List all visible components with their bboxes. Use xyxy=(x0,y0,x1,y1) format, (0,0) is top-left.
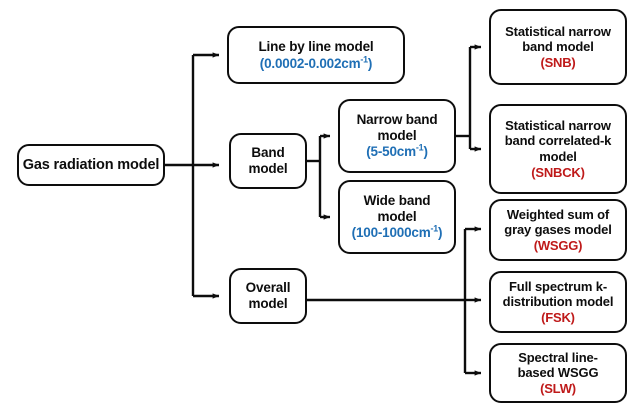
node-line-by-line-model-title: Line by line model xyxy=(258,38,374,54)
range-prefix: (0.0002-0.002cm xyxy=(259,55,361,71)
node-snbck-model-title-line3: model xyxy=(539,148,577,164)
node-overall-model-title-line2: model xyxy=(248,296,288,311)
node-snbck-model-title-line2: band correlated-k xyxy=(504,133,612,149)
range-exponent: -1 xyxy=(430,223,439,234)
node-snb-model[interactable]: Statistical narrow band model (SNB) xyxy=(489,9,627,85)
node-wsgg-model-title-line1: Weighted sum of xyxy=(506,206,610,222)
node-narrow-band-model-range: (5-50cm-1) xyxy=(366,142,428,160)
node-snbck-model-title-line1: Statistical narrow xyxy=(505,118,611,134)
node-wsgg-model-title-line2: gray gases model xyxy=(504,221,612,237)
node-wide-band-model-title-line1: Wide band xyxy=(363,193,431,209)
range-suffix: ) xyxy=(423,144,428,160)
node-slw-model[interactable]: Spectral line- based WSGG (SLW) xyxy=(489,343,627,403)
node-wide-band-model-title-line2: model xyxy=(377,208,417,224)
range-prefix: (5-50cm xyxy=(366,144,416,160)
node-wide-band-model-range: (100-1000cm-1) xyxy=(351,223,443,241)
range-exponent: -1 xyxy=(415,142,424,153)
node-narrow-band-model[interactable]: Narrow band model (5-50cm-1) xyxy=(338,99,456,173)
node-narrow-band-model-title-line2: model xyxy=(377,127,417,143)
node-slw-model-acronym: (SLW) xyxy=(540,381,576,397)
node-gas-radiation-model-title: Gas radiation model xyxy=(22,156,160,173)
node-slw-model-title-line1: Spectral line- xyxy=(518,349,598,365)
range-exponent: -1 xyxy=(360,54,368,64)
edge-narrowband-fanout xyxy=(456,44,482,152)
node-band-model[interactable]: Band model xyxy=(229,133,307,189)
range-suffix: ) xyxy=(438,225,443,241)
node-fsk-model-acronym: (FSK) xyxy=(541,310,575,326)
node-gas-radiation-model[interactable]: Gas radiation model xyxy=(17,144,165,186)
node-overall-model-title-line1: Overall xyxy=(245,280,291,296)
node-band-model-title-line2: model xyxy=(248,161,288,176)
edge-band-fanout xyxy=(307,133,331,220)
node-band-model-title-line1: Band xyxy=(251,145,285,161)
node-fsk-model-title-line2: distribution model xyxy=(502,293,614,309)
node-snb-model-title-line2: band model xyxy=(522,38,594,54)
range-suffix: ) xyxy=(367,55,373,71)
node-overall-model[interactable]: Overall model xyxy=(229,268,307,324)
node-fsk-model-title-line1: Full spectrum k- xyxy=(508,278,607,294)
node-narrow-band-model-title-line1: Narrow band xyxy=(356,112,438,128)
edge-root-fanout xyxy=(165,52,220,299)
node-snb-model-title-line1: Statistical narrow xyxy=(505,23,611,39)
node-slw-model-title-line2: based WSGG xyxy=(517,364,599,380)
node-wsgg-model-acronym: (WSGG) xyxy=(533,238,583,254)
node-line-by-line-model-range: (0.0002-0.002cm-1) xyxy=(259,54,373,72)
node-wide-band-model[interactable]: Wide band model (100-1000cm-1) xyxy=(338,180,456,254)
node-wsgg-model[interactable]: Weighted sum of gray gases model (WSGG) xyxy=(489,199,627,261)
node-snbck-model[interactable]: Statistical narrow band correlated-k mod… xyxy=(489,104,627,194)
node-snb-model-acronym: (SNB) xyxy=(540,55,576,71)
node-line-by-line-model[interactable]: Line by line model (0.0002-0.002cm-1) xyxy=(227,26,405,84)
node-snbck-model-acronym: (SNBCK) xyxy=(531,164,585,180)
node-fsk-model[interactable]: Full spectrum k- distribution model (FSK… xyxy=(489,271,627,333)
range-prefix: (100-1000cm xyxy=(351,225,431,241)
